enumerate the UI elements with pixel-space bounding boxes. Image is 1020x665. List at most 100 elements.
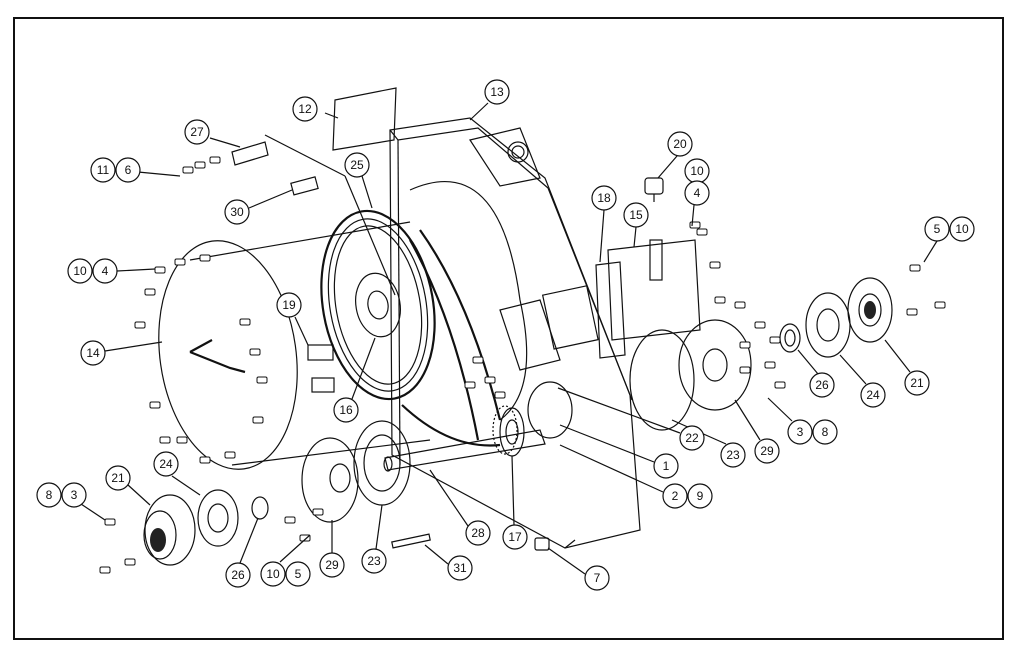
leader-line-c28 [429,469,469,527]
callout-number: 28 [471,526,485,540]
bolt-mark [176,436,188,444]
bolt-mark [174,258,186,266]
callout-circle [90,157,116,183]
callout-number: 26 [815,378,829,392]
callout-29: 29 [319,552,345,578]
callout-10: 10 [260,561,286,587]
leader-line-c16 [351,337,376,400]
callout-circle [687,483,713,509]
callout-number: 2 [672,489,679,503]
callout-number: 1 [663,459,670,473]
callout-circle [684,180,710,206]
callout-number: 24 [159,457,173,471]
callout-number: 8 [822,425,829,439]
callout-21: 21 [904,370,930,396]
callout-number: 29 [760,444,774,458]
bolt-mark [909,264,921,272]
callout-16: 16 [333,397,359,423]
breather-cap [644,177,664,202]
callout-number: 24 [866,388,880,402]
callout-circle [924,216,950,242]
callout-14: 14 [80,340,106,366]
bolt-mark [252,416,264,424]
callout-number: 19 [282,298,296,312]
callout-circle [812,419,838,445]
callout-20: 20 [667,131,693,157]
callout-number: 29 [325,558,339,572]
leader-line-c5-10 [923,240,938,263]
callout-circle [292,96,318,122]
callout-number: 30 [230,205,244,219]
bolt-mark [209,156,221,164]
leader-line-c4-top [691,204,695,227]
callout-circle [720,442,746,468]
bolt-mark [754,321,766,329]
callout-23: 23 [720,442,746,468]
callout-7: 7 [584,565,610,591]
callout-circle [484,79,510,105]
leader-line-c20 [657,155,678,179]
callout-number: 14 [86,346,100,360]
callout-circle [623,202,649,228]
callout-circle [754,438,780,464]
callout-number: 13 [490,85,504,99]
bolt-mark [224,451,236,459]
callout-number: 16 [339,403,353,417]
callout-circle [949,216,975,242]
bolt-mark [714,296,726,304]
callout-circle [787,419,813,445]
callout-number: 25 [350,158,364,172]
leader-line-c14 [104,341,163,352]
cover-plate [158,221,431,470]
callout-circle [653,453,679,479]
bolt-mark [199,254,211,262]
callout-circle [465,520,491,546]
bolt-mark [484,376,496,384]
v-belt-pulley [320,209,502,447]
gearbox-housing [389,117,641,549]
bolt-mark [134,321,146,329]
shaft-key [391,533,431,549]
callout-number: 4 [694,186,701,200]
nameplate [332,87,397,151]
leader-line-c13 [469,102,489,121]
callout-8: 8 [36,482,62,508]
leader-line-c10-5 [279,534,311,563]
callout-number: 10 [690,164,704,178]
callout-number: 22 [685,431,699,445]
callout-number: 15 [629,208,643,222]
callout-4: 4 [684,180,710,206]
bolt-mark [312,508,324,516]
leader-line-c25 [361,175,373,209]
callout-circle [92,258,118,284]
drawing-border [13,17,1004,640]
leader-line-c31 [424,544,449,565]
bolt-mark [144,288,156,296]
callout-circle [115,157,141,183]
callout-number: 17 [508,530,522,544]
leader-line-c8-3 [77,501,106,521]
callout-circle [276,292,302,318]
callout-29: 29 [754,438,780,464]
callout-number: 7 [594,571,601,585]
leader-line-c27 [209,137,241,148]
bolt-mark [239,318,251,326]
callout-circle [285,561,311,587]
leader-line-c7 [547,547,586,575]
bolt-mark [906,308,918,316]
callout-circle [224,199,250,225]
right-bearing-assembly [629,277,893,431]
bolt-mark [194,161,206,169]
spacer-block [290,176,319,196]
callout-8: 8 [812,419,838,445]
callout-6: 6 [115,157,141,183]
callout-circle [361,548,387,574]
bolt-mark [734,301,746,309]
callout-circle [153,451,179,477]
drive-shaft [383,429,546,472]
leader-line-c21-right [884,339,911,373]
callout-18: 18 [591,185,617,211]
left-bearing-assembly [143,420,411,566]
